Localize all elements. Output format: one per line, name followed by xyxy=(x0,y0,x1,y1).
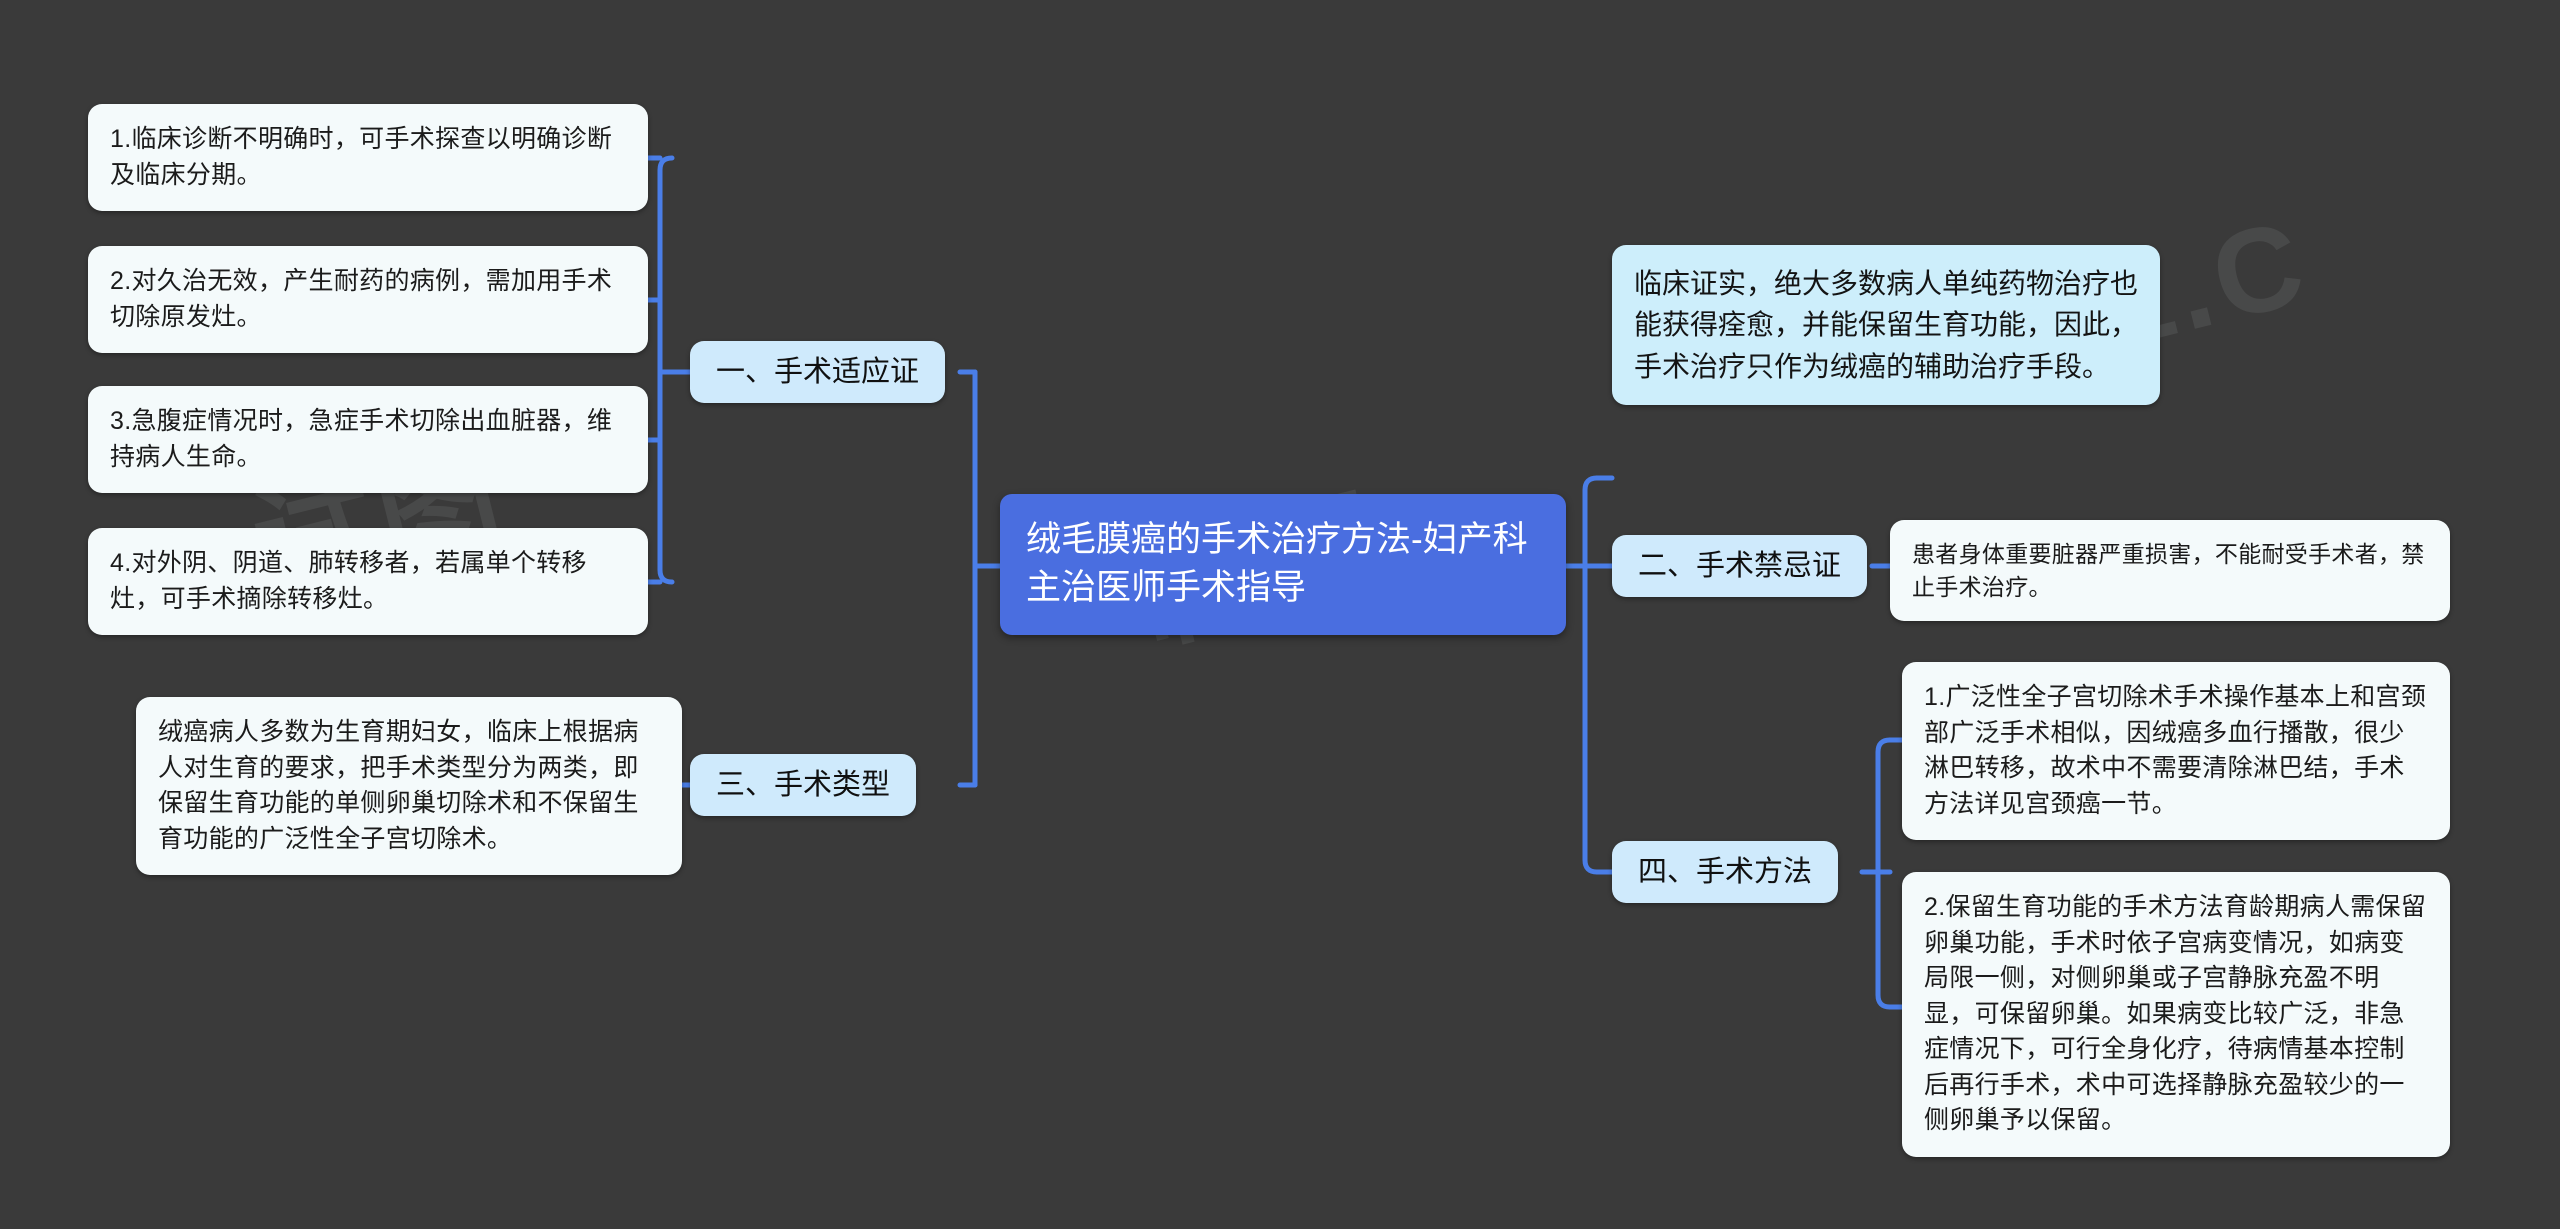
link-right-trunk xyxy=(1582,475,1600,875)
branch-indications-label: 一、手术适应证 xyxy=(716,356,920,388)
leaf-indication-1[interactable]: 1.临床诊断不明确时，可手术探查以明确诊断及临床分期。 xyxy=(88,104,648,211)
leaf-indication-3-text: 3.急腹症情况时，急症手术切除出血脏器，维持病人生命。 xyxy=(110,407,613,471)
leaf-type-1[interactable]: 绒癌病人多数为生育期妇女，临床上根据病人对生育的要求，把手术类型分为两类，即保留… xyxy=(136,697,682,875)
leaf-indication-2-text: 2.对久治无效，产生耐药的病例，需加用手术切除原发灶。 xyxy=(110,267,613,331)
branch-contraindications-label: 二、手术禁忌证 xyxy=(1638,550,1842,582)
node-overview[interactable]: 临床证实，绝大多数病人单纯药物治疗也能获得痊愈，并能保留生育功能，因此，手术治疗… xyxy=(1612,245,2160,406)
leaf-method-1[interactable]: 1.广泛性全子宫切除术手术操作基本上和宫颈部广泛手术相似，因绒癌多血行播散，很少… xyxy=(1902,662,2450,840)
node-overview-text: 临床证实，绝大多数病人单纯药物治疗也能获得痊愈，并能保留生育功能，因此，手术治疗… xyxy=(1634,268,2139,382)
leaf-method-1-text: 1.广泛性全子宫切除术手术操作基本上和宫颈部广泛手术相似，因绒癌多血行播散，很少… xyxy=(1924,683,2427,818)
leaf-indication-3[interactable]: 3.急腹症情况时，急症手术切除出血脏器，维持病人生命。 xyxy=(88,386,648,493)
leaf-indication-4-text: 4.对外阴、阴道、肺转移者，若属单个转移灶，可手术摘除转移灶。 xyxy=(110,549,587,613)
leaf-contraindication-1[interactable]: 患者身体重要脏器严重损害，不能耐受手术者，禁止手术治疗。 xyxy=(1890,520,2450,622)
branch-contraindications[interactable]: 二、手术禁忌证 xyxy=(1612,535,1868,598)
leaf-indication-2[interactable]: 2.对久治无效，产生耐药的病例，需加用手术切除原发灶。 xyxy=(88,246,648,353)
link-indications-subtrunk xyxy=(657,155,675,585)
leaf-method-2-text: 2.保留生育功能的手术方法育龄期病人需保留卵巢功能，手术时依子宫病变情况，如病变… xyxy=(1924,893,2427,1134)
branch-types[interactable]: 三、手术类型 xyxy=(690,754,917,817)
leaf-indication-4[interactable]: 4.对外阴、阴道、肺转移者，若属单个转移灶，可手术摘除转移灶。 xyxy=(88,528,648,635)
leaf-indication-1-text: 1.临床诊断不明确时，可手术探查以明确诊断及临床分期。 xyxy=(110,125,613,189)
leaf-contraindication-1-text: 患者身体重要脏器严重损害，不能耐受手术者，禁止手术治疗。 xyxy=(1912,541,2425,600)
branch-methods[interactable]: 四、手术方法 xyxy=(1612,841,1839,904)
branch-types-label: 三、手术类型 xyxy=(716,769,891,801)
leaf-type-1-text: 绒癌病人多数为生育期妇女，临床上根据病人对生育的要求，把手术类型分为两类，即保留… xyxy=(158,718,639,853)
leaf-method-2[interactable]: 2.保留生育功能的手术方法育龄期病人需保留卵巢功能，手术时依子宫病变情况，如病变… xyxy=(1902,872,2450,1157)
branch-methods-label: 四、手术方法 xyxy=(1638,856,1813,888)
link-methods-subtrunk xyxy=(1875,737,1893,1010)
branch-indications[interactable]: 一、手术适应证 xyxy=(690,341,946,404)
root-label: 绒毛膜癌的手术治疗方法-妇产科主治医师手术指导 xyxy=(1026,520,1528,608)
root-node[interactable]: 绒毛膜癌的手术治疗方法-妇产科主治医师手术指导 xyxy=(1000,494,1566,635)
